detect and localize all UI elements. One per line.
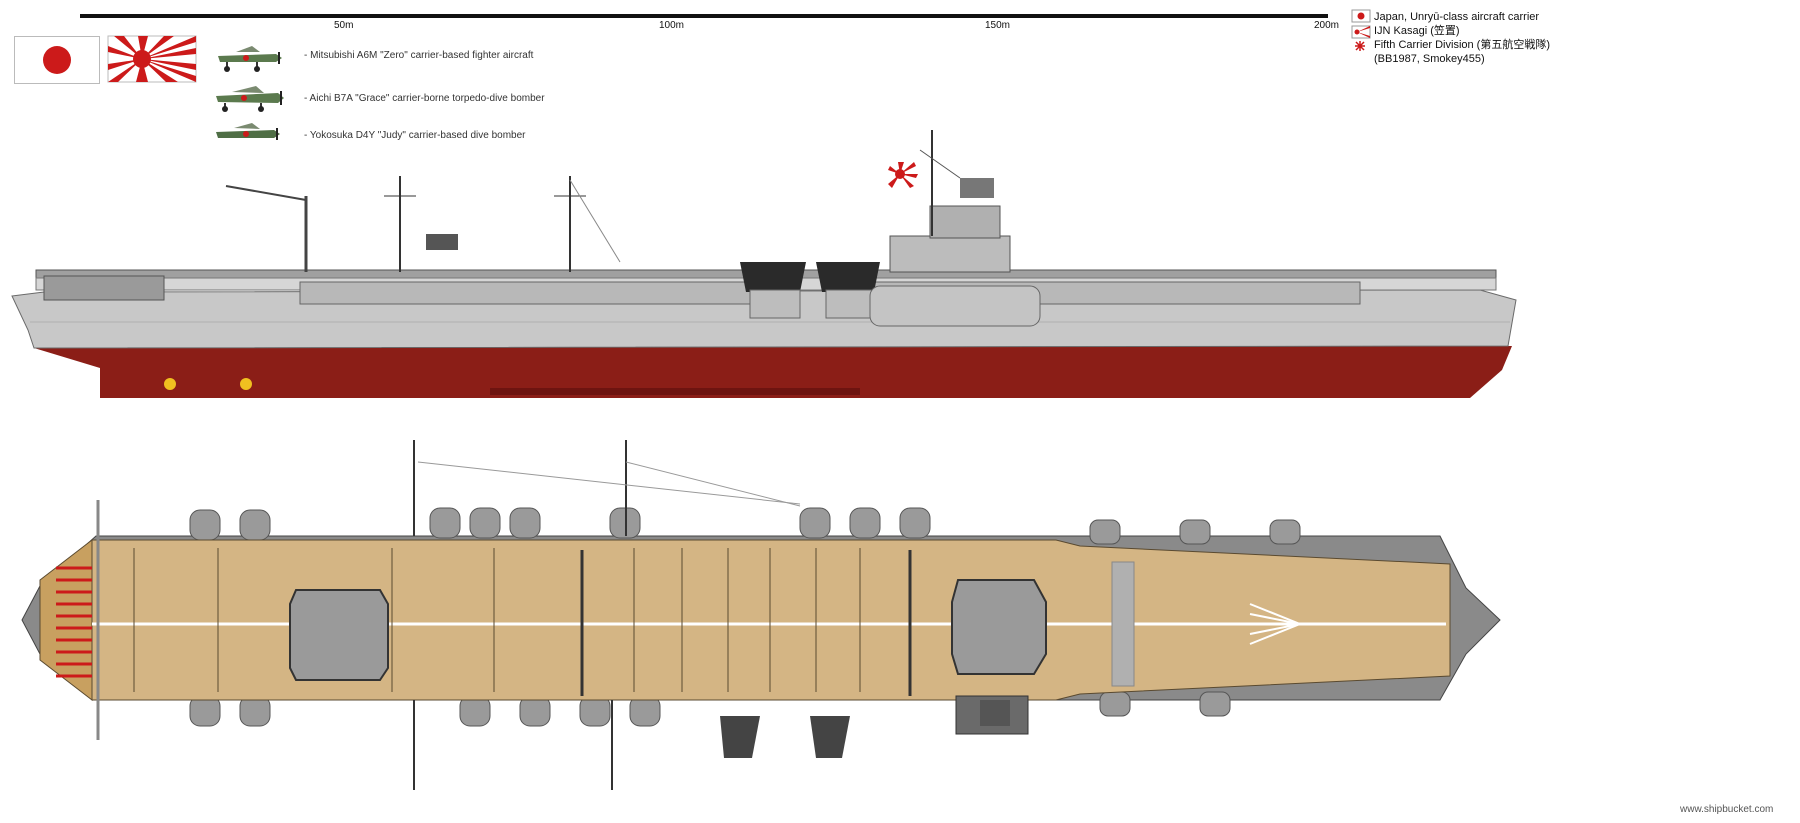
info-line-class: Japan, Unryū-class aircraft carrier [1374,11,1540,23]
japan-flag-disc [43,46,71,74]
info-line-division: Fifth Carrier Division (第五航空戦隊) [1374,39,1551,51]
aircraft-label-judy: - Yokosuka D4Y "Judy" carrier-based dive… [304,130,526,141]
aircraft-label-zero: - Mitsubishi A6M "Zero" carrier-based fi… [304,50,534,61]
scale-label-200m: 200m [1314,20,1340,31]
scale-label-50m: 50m [334,20,354,31]
japan-flag [14,36,100,84]
scale-bar [80,14,1328,18]
site-credit: www.shipbucket.com [1680,804,1774,815]
scale-label-150m: 150m [985,20,1011,31]
info-line-authors: (BB1987, Smokey455) [1374,53,1485,65]
info-line-name: IJN Kasagi (笠置) [1374,25,1460,37]
scale-label-100m: 100m [659,20,685,31]
aircraft-label-grace: - Aichi B7A "Grace" carrier-borne torped… [304,93,545,104]
